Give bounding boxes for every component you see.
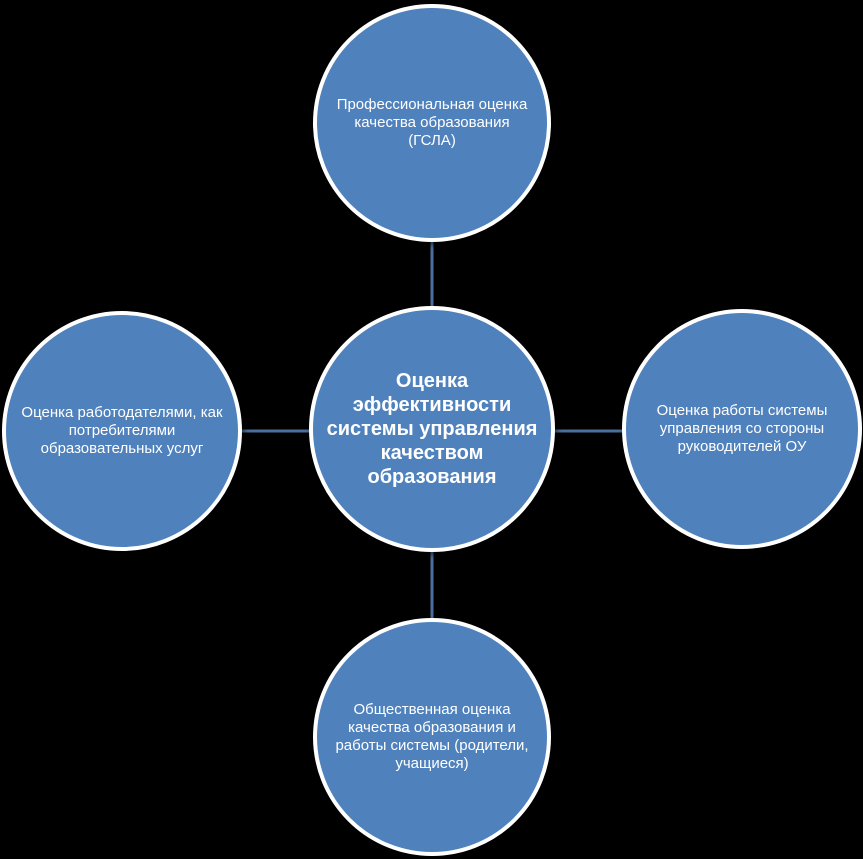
node-management-assessment: Оценка работы системы управления со стор… bbox=[622, 309, 862, 549]
node-label: Оценка работодателями, как потребителями… bbox=[21, 404, 223, 457]
node-employer-assessment: Оценка работодателями, как потребителями… bbox=[2, 311, 242, 551]
node-label: Общественная оценка качества образования… bbox=[335, 701, 529, 772]
node-label: Профессиональная оценка качества образов… bbox=[336, 96, 528, 149]
node-label: Оценка работы системы управления со стор… bbox=[656, 402, 828, 455]
center-label: Оценка эффективности системы управления … bbox=[326, 370, 538, 488]
node-professional-assessment: Профессиональная оценка качества образов… bbox=[313, 4, 551, 242]
node-public-assessment: Общественная оценка качества образования… bbox=[313, 618, 551, 856]
node-center-quality-management: Оценка эффективности системы управления … bbox=[309, 306, 555, 552]
